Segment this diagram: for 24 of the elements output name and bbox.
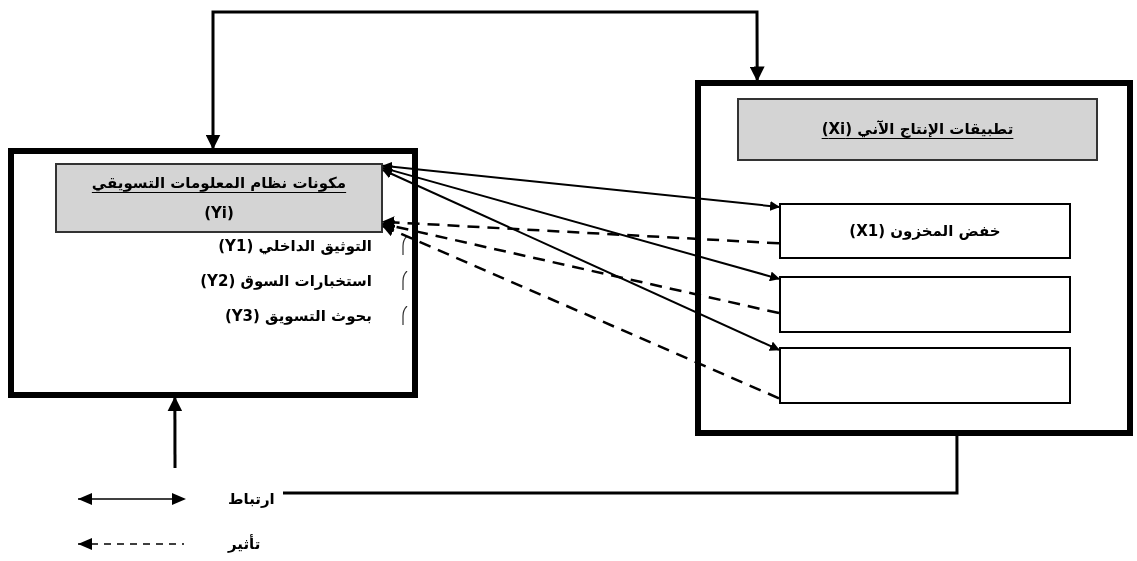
arrow — [382, 161, 780, 211]
header-box — [737, 98, 1098, 161]
box-label: خفض المخزون (X1) — [849, 220, 1001, 242]
process-box — [779, 276, 1071, 333]
frame-box — [695, 80, 1133, 436]
dashed-arrow — [381, 224, 780, 400]
process-box — [779, 203, 1071, 259]
process-box — [779, 347, 1071, 404]
list-item: استخبارات السوق (Y2) — [200, 271, 372, 292]
legend-label: ارتباط — [228, 489, 275, 510]
arrow — [205, 10, 765, 150]
header-box — [55, 163, 383, 233]
list-item: بحوث التسويق (Y3) — [224, 306, 372, 327]
list-item: التوثيق الداخلي (Y1) — [218, 236, 372, 257]
header-title: تطبيقات الإنتاج الآني (Xi) — [821, 119, 1014, 141]
header-title: (Yi) — [204, 203, 234, 224]
header-title: مكونات نظام المعلومات التسويقي — [91, 172, 347, 194]
legend-label: تأثير — [228, 533, 261, 555]
dashed-arrow — [381, 220, 780, 315]
arrow — [167, 396, 183, 468]
arrow — [382, 165, 780, 282]
dashed-arrow — [381, 216, 780, 245]
frame-box — [8, 148, 418, 398]
arrow — [382, 169, 780, 351]
